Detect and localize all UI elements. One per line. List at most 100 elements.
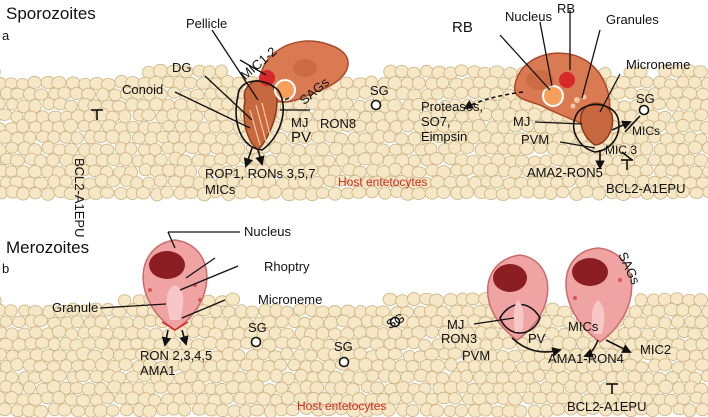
host-cell [472, 76, 486, 89]
host-cell [0, 129, 13, 144]
merozoite-left [142, 239, 208, 331]
host-cell [477, 86, 492, 100]
host-cell [670, 292, 684, 306]
sporozoite-apical-end [243, 79, 278, 152]
host-cell [57, 403, 72, 417]
host-cell [419, 131, 433, 145]
host-cell [40, 391, 54, 405]
host-cell [153, 63, 169, 79]
host-cell [370, 381, 385, 395]
host-cell [627, 326, 642, 339]
host-cell [275, 152, 291, 166]
host-cell [118, 109, 132, 124]
host-cell-layer-b [0, 292, 708, 417]
host-cell [400, 119, 415, 133]
host-cell [429, 151, 444, 166]
label-pvm-b: PVM [462, 348, 491, 363]
host-cell [294, 368, 308, 383]
host-cell [250, 379, 265, 394]
host-cell [0, 296, 2, 305]
host-cell [141, 108, 156, 122]
host-cell [100, 186, 115, 199]
host-cell [334, 174, 348, 187]
host-cell [153, 174, 168, 188]
host-cell [0, 97, 6, 111]
host-cell [591, 369, 607, 383]
host-cell [381, 402, 396, 417]
host-cell [670, 64, 684, 78]
host-cell [93, 403, 109, 417]
host-cell [550, 153, 566, 167]
host-cell [75, 369, 91, 383]
host-cell [639, 163, 654, 177]
host-cell [147, 394, 162, 407]
host-cell [701, 141, 708, 155]
host-cell [119, 403, 134, 417]
label-sg-a-right: SG [636, 91, 655, 106]
host-cell [309, 381, 325, 395]
host-cell [226, 132, 240, 145]
label-mics-b: MICs [568, 319, 599, 334]
host-cell [550, 402, 566, 416]
label-granules: Granules [606, 12, 659, 27]
host-cell [459, 141, 475, 154]
host-cell [687, 304, 702, 318]
host-cell [51, 349, 67, 362]
host-cell [88, 119, 102, 133]
host-cell [5, 98, 19, 111]
host-cell [610, 87, 627, 100]
label-pv-a: PV [291, 129, 312, 146]
host-cell [63, 118, 79, 133]
host-cell [28, 187, 42, 200]
host-cell [507, 165, 523, 179]
host-cell [407, 336, 421, 350]
host-cell [429, 404, 444, 417]
host-cell [10, 110, 24, 123]
host-cell [232, 141, 246, 155]
host-cell [125, 97, 140, 112]
label-bcl2-b: BCL2-A1EPU [567, 399, 647, 414]
host-cell [107, 380, 122, 394]
host-cell [693, 293, 708, 307]
host-cell [16, 118, 30, 134]
host-cell [447, 347, 463, 360]
host-cell [111, 305, 127, 318]
host-cell [425, 324, 439, 339]
host-cell [339, 97, 354, 111]
host-cell [490, 337, 505, 351]
panel-b-title: Merozoites [6, 238, 90, 257]
host-cell [514, 404, 528, 417]
host-cell [274, 381, 289, 395]
host-cell [672, 381, 686, 396]
host-cell [225, 154, 241, 167]
host-cell [108, 88, 123, 102]
host-cell [687, 76, 702, 89]
host-cell [693, 153, 708, 167]
panel-b-letter: b [2, 261, 10, 276]
host-cell [185, 119, 199, 133]
host-cell [640, 76, 654, 89]
host-cell [125, 391, 140, 406]
host-cell [701, 347, 708, 362]
host-cell [327, 305, 342, 318]
label-rb-right: RB [557, 1, 576, 16]
host-cell [444, 357, 458, 372]
host-cell [4, 304, 18, 318]
host-cell [186, 325, 200, 339]
host-cell [460, 163, 474, 176]
host-cell [0, 402, 12, 417]
host-cell [665, 164, 680, 177]
host-cell [180, 175, 195, 188]
host-cell [226, 174, 240, 188]
host-cell [357, 152, 373, 166]
host-cell [675, 118, 691, 133]
host-cell [478, 129, 493, 144]
host-cell [395, 380, 410, 394]
host-cell [162, 163, 177, 177]
host-cell [214, 152, 228, 166]
label-mic2: MIC2 [640, 342, 672, 357]
inhibition-bars [91, 109, 633, 394]
host-cell [51, 325, 67, 339]
host-cell [136, 304, 150, 318]
